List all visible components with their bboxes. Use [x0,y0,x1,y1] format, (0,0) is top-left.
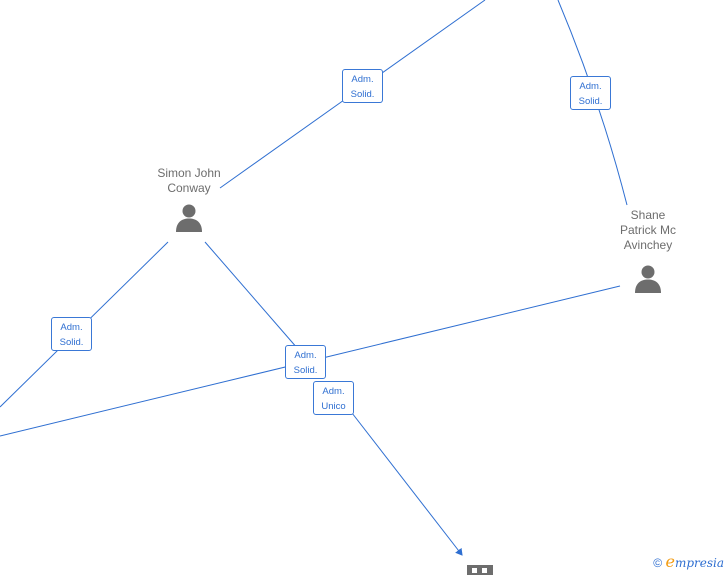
person-name: Simon John Conway [139,166,239,196]
relation-role: Adm. [294,350,317,361]
relation-label-adm-solid[interactable]: Adm. Solid. [51,317,92,351]
person-name: Shane Patrick Mc Avinchey [598,208,698,253]
relation-label-adm-unico[interactable]: Adm. Unico [313,381,354,415]
person-name-line: Shane [630,208,666,222]
person-name-line: Avinchey [623,238,673,252]
person-node-shane-patrick-mc-avinchey[interactable]: Shane Patrick Mc Avinchey [598,208,698,293]
relation-role: Adm. [60,322,83,333]
person-name-line: Simon John [157,166,221,180]
relation-role: Adm. [351,74,374,85]
person-icon [635,265,661,293]
brand-logo-text: mpresia [674,556,724,570]
person-node-simon-john-conway[interactable]: Simon John Conway [139,166,239,232]
relation-label-adm-solid[interactable]: Adm. Solid. [570,76,611,110]
relation-type: Solid. [578,96,603,107]
relation-role: Adm. [579,81,602,92]
person-name-line: Patrick Mc [619,223,676,237]
relation-label-adm-solid[interactable]: Adm. Solid. [285,345,326,379]
relation-type: Solid. [59,337,84,348]
relation-type: Solid. [293,365,318,376]
person-icon [176,204,202,232]
person-name-line: Conway [167,181,211,195]
brand-logo-initial: e [665,552,675,571]
relation-type: Solid. [350,89,375,100]
copyright-icon: © [653,556,663,570]
brand-watermark: © empresia [653,552,724,571]
building-icon[interactable] [467,565,493,575]
relation-role: Adm. [322,386,345,397]
relation-type: Unico [321,401,346,412]
relation-label-adm-solid[interactable]: Adm. Solid. [342,69,383,103]
edge-company-arrow [351,412,463,556]
edge-simon-company [204,241,299,350]
